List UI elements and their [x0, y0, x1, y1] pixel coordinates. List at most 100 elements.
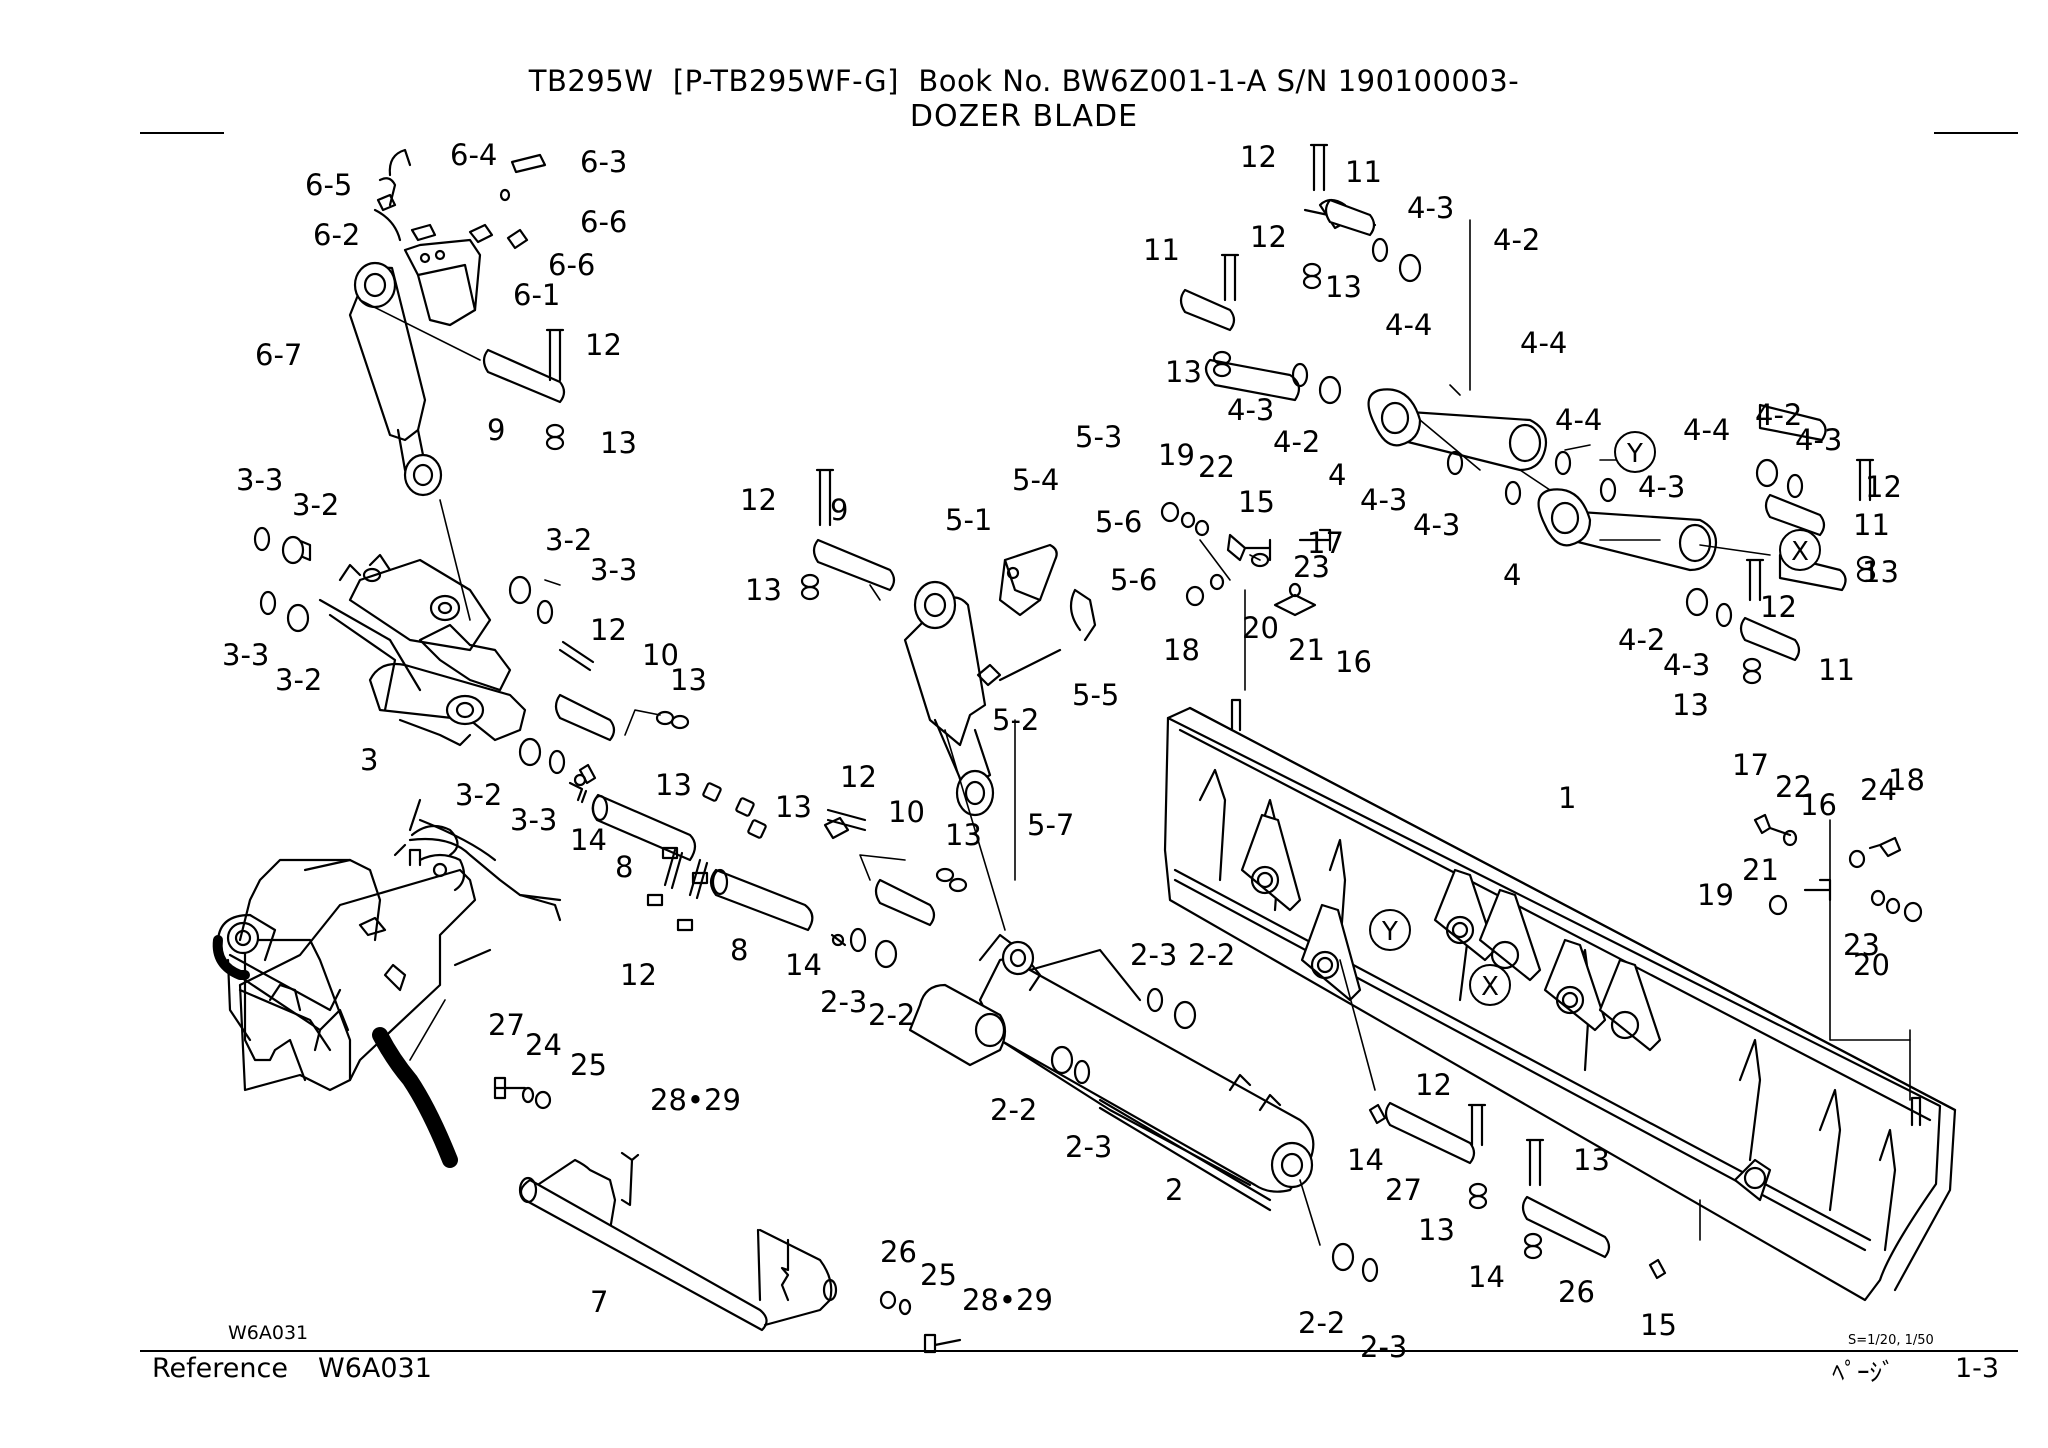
- callout-label: 4-2: [1273, 425, 1320, 459]
- callout-label: 1: [1558, 781, 1576, 815]
- callout-label: 6-7: [255, 338, 302, 372]
- callout-label: 3-3: [590, 553, 637, 587]
- callout-label: 8: [730, 933, 748, 967]
- view-marker-x: X: [1481, 972, 1499, 1002]
- callout-label: 23: [1293, 550, 1330, 584]
- callout-label: 4-4: [1555, 403, 1602, 437]
- callout-label: 11: [1818, 653, 1855, 687]
- callout-label: 2-2: [1188, 938, 1235, 972]
- callout-label: 17: [1732, 748, 1769, 782]
- callout-label: 6-3: [580, 145, 627, 179]
- cylinder-6-7: [348, 148, 547, 497]
- callout-label: 21: [1742, 853, 1779, 887]
- callout-label: 24: [525, 1028, 562, 1062]
- callout-label: 4-3: [1663, 648, 1710, 682]
- callout-label: 12: [740, 483, 777, 517]
- page-title: DOZER BLADE: [909, 99, 1139, 134]
- beam-7: [518, 1151, 838, 1332]
- callout-label: 14: [1468, 1260, 1505, 1294]
- leader-lines: [359, 219, 1911, 1246]
- callout-label: 4-3: [1407, 191, 1454, 225]
- lift-frame-assembly: [212, 818, 562, 1168]
- callout-label: 19: [1158, 438, 1195, 472]
- callout-label: 6-1: [513, 278, 560, 312]
- callout-label: 15: [1640, 1308, 1677, 1342]
- callout-label: 5-4: [1012, 463, 1059, 497]
- callout-label: 25: [920, 1258, 957, 1292]
- callout-label: 3-3: [222, 638, 269, 672]
- callout-label: 4-3: [1413, 508, 1460, 542]
- frame-3: [318, 553, 527, 747]
- callout-label: 2-3: [1360, 1330, 1407, 1364]
- callout-label: 13: [600, 426, 637, 460]
- callout-label: 22: [1198, 450, 1235, 484]
- callout-label: 5-1: [945, 503, 992, 537]
- callout-label: 22: [1775, 770, 1812, 804]
- footer-rule: [140, 1350, 2018, 1352]
- callout-label: 4-2: [1755, 398, 1802, 432]
- callout-label: 7: [590, 1285, 608, 1319]
- callout-label: 5-6: [1095, 505, 1142, 539]
- callout-label: 4: [1328, 458, 1346, 492]
- callout-label: 25: [570, 1048, 607, 1082]
- scale-note: S=1/20, 1/50: [1848, 1333, 1934, 1348]
- frame-main: [908, 933, 1315, 1212]
- callout-label: 21: [1288, 633, 1325, 667]
- callout-label: 13: [1573, 1143, 1610, 1177]
- callout-label: 6-2: [313, 218, 360, 252]
- page-number: 1-3: [1955, 1353, 2000, 1384]
- cylinder-5-7: [903, 543, 1097, 817]
- callout-label: 13: [1418, 1213, 1455, 1247]
- callout-label: 12: [1760, 590, 1797, 624]
- callout-label: 14: [785, 948, 822, 982]
- callout-label: 27: [488, 1008, 525, 1042]
- reference-label: Reference: [152, 1353, 288, 1384]
- page-label: ﾍﾟｰｼﾞ: [1832, 1358, 1895, 1387]
- callout-label: 3-2: [292, 488, 339, 522]
- callout-label: 13: [745, 573, 782, 607]
- callout-label: 16: [1800, 788, 1837, 822]
- view-marker-x: X: [1791, 537, 1809, 567]
- callout-label: 3-2: [545, 523, 592, 557]
- callout-label: 4-4: [1385, 308, 1432, 342]
- callout-label: 6-4: [450, 138, 497, 172]
- callout-label: 2-3: [820, 985, 867, 1019]
- callout-label: 15: [1238, 485, 1275, 519]
- view-marker-y: Y: [1381, 917, 1398, 947]
- callout-label: 13: [655, 768, 692, 802]
- callout-label: 4-3: [1795, 423, 1842, 457]
- callout-label: 13: [1672, 688, 1709, 722]
- header-rule-left: [140, 132, 224, 134]
- callout-label: 23: [1843, 928, 1880, 962]
- callout-label: 5-7: [1027, 808, 1074, 842]
- callout-label: 28•29: [650, 1083, 741, 1117]
- callout-label: 3: [360, 743, 378, 777]
- callout-label: 14: [570, 823, 607, 857]
- callout-label: 26: [880, 1235, 917, 1269]
- mount-structure: [238, 798, 466, 942]
- arm-4-set: [1204, 198, 1847, 592]
- callout-label: 4-3: [1360, 483, 1407, 517]
- drawing-code: W6A031: [228, 1322, 309, 1344]
- callout-label: 4-3: [1227, 393, 1274, 427]
- view-marker-y: Y: [1626, 439, 1643, 469]
- pin-8-set: [568, 773, 847, 947]
- callout-label: 13: [945, 818, 982, 852]
- callout-label: 12: [1865, 470, 1902, 504]
- callout-label: 11: [1345, 155, 1382, 189]
- callout-label: 13: [1325, 270, 1362, 304]
- callout-label: 3-3: [510, 803, 557, 837]
- callout-label: 2-2: [868, 998, 915, 1032]
- callout-label: 12: [1415, 1068, 1452, 1102]
- callout-label: 12: [620, 958, 657, 992]
- callout-label: 5-2: [992, 703, 1039, 737]
- callout-labels: 1 2 2-2 2-2 2-2 2-2 2-3 2-3 2-3 2-3 3 3-…: [222, 138, 1925, 1364]
- callout-label: 2: [1165, 1173, 1183, 1207]
- callout-label: 4: [1503, 558, 1521, 592]
- callout-label: 4-2: [1493, 223, 1540, 257]
- callout-label: 13: [670, 663, 707, 697]
- callout-label: 12: [1240, 140, 1277, 174]
- callout-label: 6-5: [305, 168, 352, 202]
- callout-label: 5-6: [1110, 563, 1157, 597]
